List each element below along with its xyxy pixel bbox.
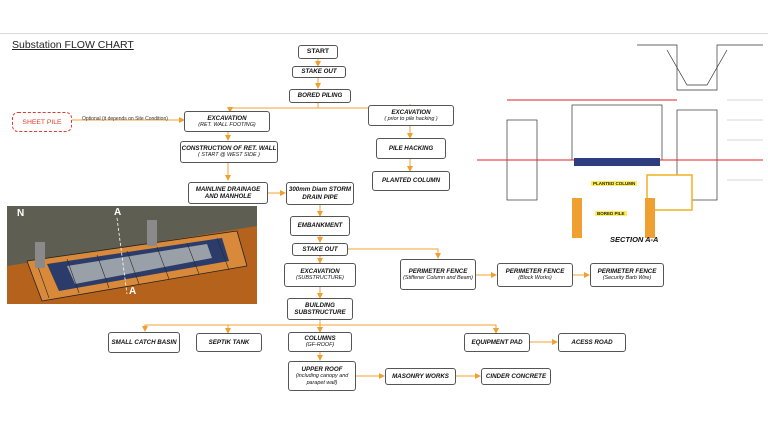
node-columns-sub: (GF-ROOF) [305,342,335,349]
node-perimeter-2-main: PERIMETER FENCE [505,268,565,276]
node-perimeter-3-main: PERIMETER FENCE [597,268,657,276]
node-upper-roof-sub: (including canopy and parapet wall) [295,373,349,386]
top-bar [0,0,768,34]
section-drawing-lines [477,44,763,238]
node-small-catch-basin: SMALL CATCH BASIN [108,332,180,353]
node-excavation-pile: EXCAVATION ( prior to pile hacking ) [368,105,454,126]
node-perimeter-1-main: PERIMETER FENCE [408,267,468,275]
render-north-label: N [17,208,25,219]
render-section-a-bottom: A [129,286,137,297]
render-illustration [7,206,257,304]
node-stake-out-2: STAKE OUT [292,243,348,256]
node-perimeter-3-sub: (Security Barb Wire) [602,275,652,282]
node-perimeter-3: PERIMETER FENCE (Security Barb Wire) [590,263,664,287]
node-excavation-sub: EXCAVATION (SUBSTRUCTURE) [284,263,356,287]
node-pile-hacking: PILE HACKING [376,138,446,159]
section-label: SECTION A-A [610,235,659,244]
node-construction-ret: CONSTRUCTION OF RET. WALL ( START @ WEST… [180,141,278,163]
sheet-pile-note: Optional (it depends on Site Condition) [82,116,168,122]
node-embankment: EMBANKMENT [290,216,350,236]
connector-building-equip [320,324,499,334]
node-construction-ret-sub: ( START @ WEST SIDE ) [198,152,260,159]
node-excavation-ret: EXCAVATION (RET. WALL FOOTING) [184,111,270,132]
node-excavation-sub-sub: (SUBSTRUCTURE) [296,275,344,282]
connector-stakeout-perimeter [348,248,441,259]
node-septik-tank: SEPTIK TANK [196,333,262,352]
node-excavation-pile-main: EXCAVATION [391,108,431,116]
node-bored-piling: BORED PILING [289,89,351,103]
node-acess-road: ACESS ROAD [558,333,626,352]
node-excavation-sub-main: EXCAVATION [300,268,340,276]
node-upper-roof: UPPER ROOF (including canopy and parapet… [288,361,356,391]
node-excavation-ret-sub: (RET. WALL FOOTING) [198,121,256,128]
node-construction-ret-main: CONSTRUCTION OF RET. WALL [181,145,277,153]
connector-bored-excret [227,103,319,113]
render-section-a-top: A [114,207,122,218]
node-perimeter-2-sub: (Block Works) [518,275,552,282]
node-perimeter-1-sub: (Stiffener Column and Beam) [403,274,473,281]
drawing-tag-bored-pile: BORED PILE [595,211,627,216]
node-perimeter-1: PERIMETER FENCE (Stiffener Column and Be… [400,259,476,290]
node-upper-roof-main: UPPER ROOF [301,365,343,373]
page-title: Substation FLOW CHART [12,39,134,51]
drawing-tag-planted-column: PLANTED COLUMN [591,181,638,186]
node-start: START [298,45,338,59]
node-excavation-pile-sub: ( prior to pile hacking ) [384,115,438,122]
node-columns: COLUMNS (GF-ROOF) [288,332,352,352]
node-masonry-works: MASONRY WORKS [385,368,456,385]
site-3d-render: N A A [7,206,257,304]
node-excavation-ret-main: EXCAVATION [207,114,247,122]
section-drawing: PLANTED COLUMN BORED PILE [477,40,763,238]
connector-building-catch [142,320,321,332]
node-equipment-pad: EQUIPMENT PAD [464,333,530,352]
node-stake-out-1: STAKE OUT [292,66,346,78]
node-mainline-drainage: MAINLINE DRAINAGE AND MANHOLE [188,182,268,204]
node-planted-column: PLANTED COLUMN [372,171,450,191]
node-cinder-concrete: CINDER CONCRETE [481,368,551,385]
node-storm-drain: 300mm Diam STORM DRAIN PIPE [286,182,354,205]
node-columns-main: COLUMNS [304,335,336,343]
sheet-pile-box: SHEET PILE [12,112,72,132]
node-perimeter-2: PERIMETER FENCE (Block Works) [497,263,573,287]
node-building-structure: BUILDING SUBSTRUCTURE [287,298,353,320]
